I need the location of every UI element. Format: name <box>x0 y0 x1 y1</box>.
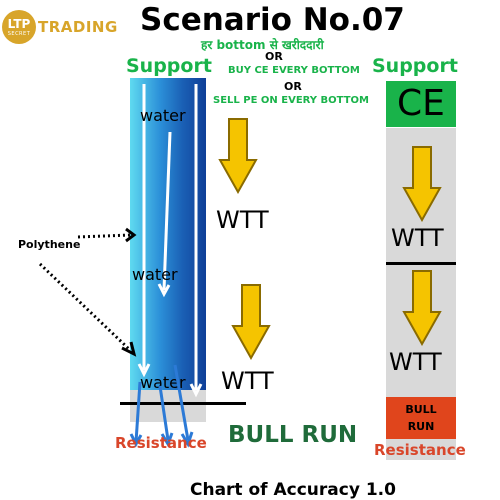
hindi-subtitle: हर bottom से खरीददारी <box>201 38 324 52</box>
polythene-label: Polythene <box>18 238 81 251</box>
left-resistance-label: Resistance <box>115 434 207 452</box>
left-wtt-label-1: WTT <box>216 206 269 234</box>
water-label-2: water <box>132 265 178 284</box>
flow-arrowhead-2 <box>157 283 171 298</box>
right-bull-run-label: BULL RUN <box>405 403 437 433</box>
down-arrow-icon <box>402 270 442 346</box>
logo-line1: LTP <box>7 17 31 31</box>
outflow-arrows <box>129 364 194 448</box>
left-support-label: Support <box>126 55 212 77</box>
polythene-pointer-arrows <box>38 227 137 357</box>
flow-line-2 <box>162 131 172 291</box>
left-bull-run-label: BULL RUN <box>228 422 358 448</box>
or-label-1: OR <box>265 50 283 63</box>
buy-ce-text: BUY CE EVERY BOTTOM <box>228 65 360 76</box>
ce-box: CE <box>386 81 456 127</box>
water-flow-arrows <box>137 84 203 398</box>
down-arrow-icon <box>231 284 271 360</box>
logo-badge: LTP SECRET <box>2 10 36 44</box>
logo-line2: SECRET <box>7 31 31 37</box>
water-column-base <box>130 390 206 422</box>
down-arrow-icon <box>402 146 442 222</box>
right-divider-line <box>386 262 456 265</box>
right-support-label: Support <box>372 55 458 77</box>
sell-pe-text: SELL PE ON EVERY BOTTOM <box>213 95 369 106</box>
water-label-3: water <box>140 373 186 392</box>
right-wtt-label-2: WTT <box>389 348 442 376</box>
down-arrow-icon <box>218 118 258 194</box>
left-wtt-label-2: WTT <box>221 367 274 395</box>
water-label-1: water <box>140 106 186 125</box>
right-wtt-label-1: WTT <box>391 224 444 252</box>
right-bull-run-box: BULL RUN <box>386 397 456 439</box>
or-label-2: OR <box>284 80 302 93</box>
right-resistance-label: Resistance <box>374 441 466 459</box>
page-title: Scenario No.07 <box>140 2 405 38</box>
flow-arrowhead-1 <box>137 363 151 378</box>
footer-caption: Chart of Accuracy 1.0 <box>190 480 396 500</box>
flow-arrowhead-3 <box>189 383 203 398</box>
logo-text: TRADING <box>38 18 118 36</box>
